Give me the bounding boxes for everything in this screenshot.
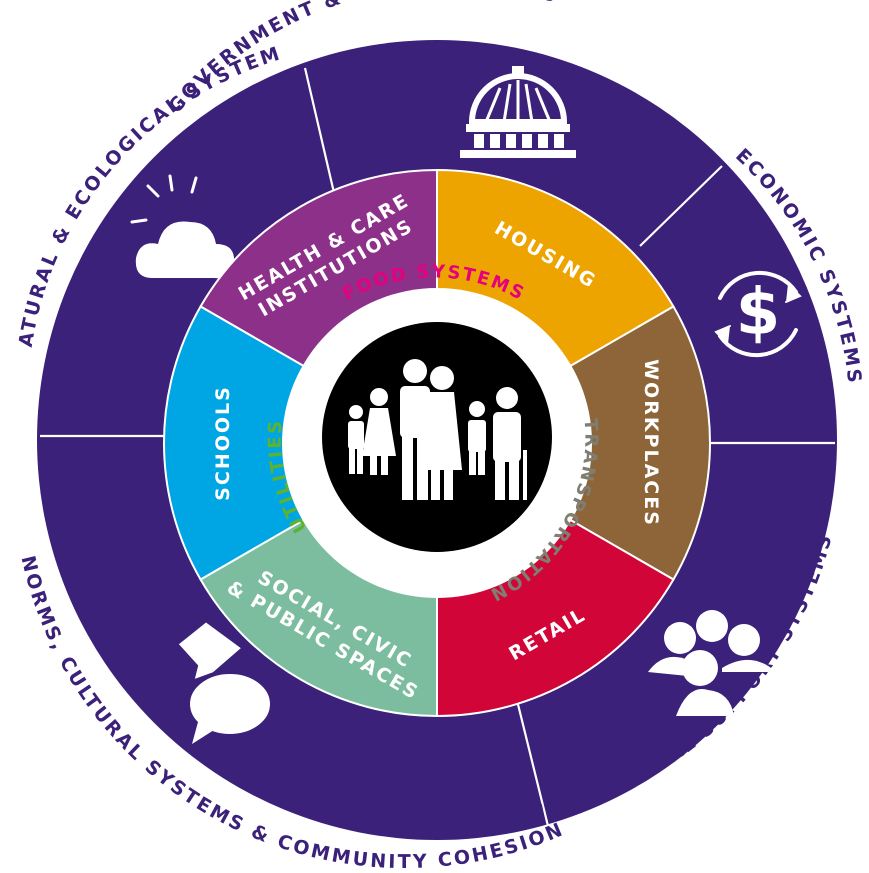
divider-gov-eco [639,165,723,247]
segment-label-line: SCHOOLS [212,385,234,501]
dollar-cycle-icon: $ [714,270,802,358]
people-group-icon [648,610,776,716]
speech-bubbles-icon [173,617,274,744]
capitol-building-icon [460,66,576,158]
segment-label-schools: SCHOOLS [212,385,234,501]
segment-label-workplaces: WORKPLACES [640,359,662,527]
divider-nat-gov [303,67,340,211]
inner-segments [163,168,711,718]
segment-label-line: WORKPLACES [640,359,662,527]
outer-dividers [40,67,835,827]
svg-text:$: $ [736,276,781,350]
sun-cloud-icon [130,174,235,279]
family-icon [348,359,527,500]
